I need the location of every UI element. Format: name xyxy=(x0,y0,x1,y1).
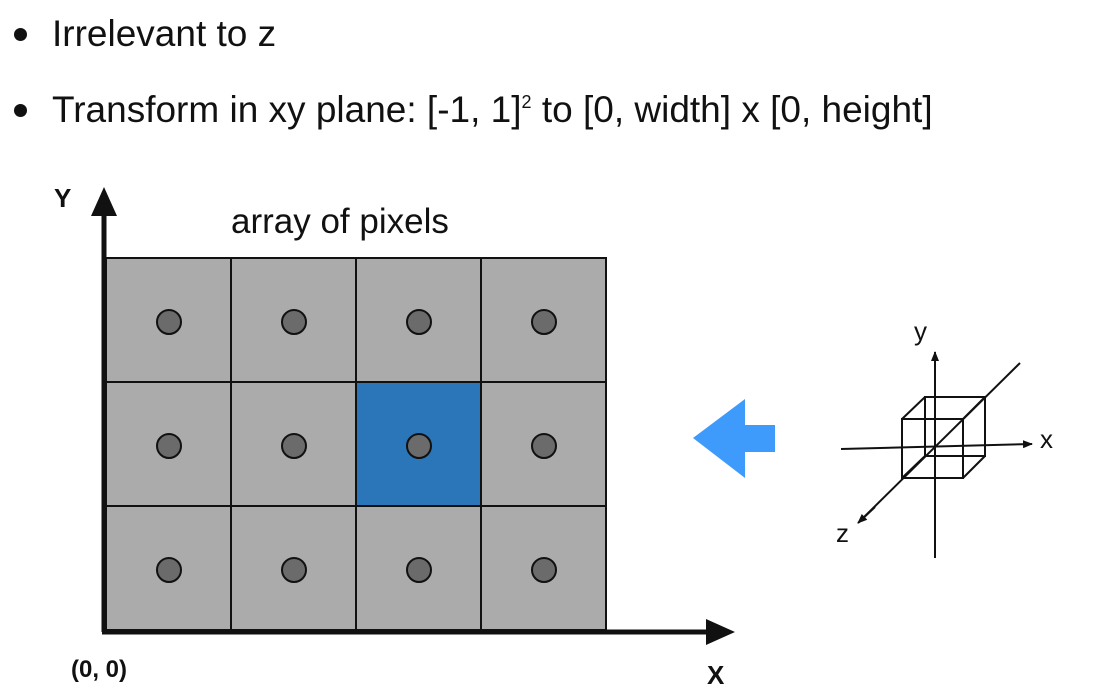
pixel-center-dot xyxy=(531,433,557,459)
origin-label: (0, 0) xyxy=(71,656,127,683)
cube-axes-icon xyxy=(840,351,1033,558)
cube-z-label: z xyxy=(836,518,849,548)
bullet-dot-icon xyxy=(14,104,27,117)
pixel-center-dot xyxy=(281,433,307,459)
pixel-center-dot xyxy=(531,557,557,583)
pixel-center-dot xyxy=(281,309,307,335)
arrow-left-icon xyxy=(693,399,775,478)
y-axis-label: Y xyxy=(54,183,71,213)
y-axis-arrowhead-icon xyxy=(91,187,117,216)
pixel-center-dot xyxy=(406,557,432,583)
pixel-grid xyxy=(105,257,607,631)
pixel-center-dot xyxy=(281,557,307,583)
x-axis-arrowhead-icon xyxy=(706,619,735,645)
bullet-text-after: to [0, width] x [0, height] xyxy=(531,89,933,130)
bullet-text-before: Transform in xy plane: [-1, 1] xyxy=(52,89,522,130)
pixel-center-dot xyxy=(156,433,182,459)
cube-y-label: y xyxy=(914,316,927,346)
x-axis-label: X xyxy=(707,660,725,690)
bullet-text: Irrelevant to z xyxy=(52,13,277,54)
pixel-center-dot xyxy=(406,433,432,459)
cube-z-axis xyxy=(858,362,1021,523)
pixel-center-dot xyxy=(531,309,557,335)
pixel-center-dot xyxy=(406,309,432,335)
bullet-superscript: 2 xyxy=(521,92,532,112)
cube-x-label: x xyxy=(1040,424,1053,454)
pixel-center-dot xyxy=(156,309,182,335)
bullet-dot-icon xyxy=(14,28,27,41)
grid-title: array of pixels xyxy=(231,202,449,241)
cube-z-arrow xyxy=(857,506,876,524)
bullet-text: Transform in xy plane: [-1, 1]2 to [0, w… xyxy=(52,85,933,135)
pixel-center-dot xyxy=(156,557,182,583)
bullet-item-2: Transform in xy plane: [-1, 1]2 to [0, w… xyxy=(0,85,1096,135)
bullet-item-1: Irrelevant to z xyxy=(0,9,600,59)
